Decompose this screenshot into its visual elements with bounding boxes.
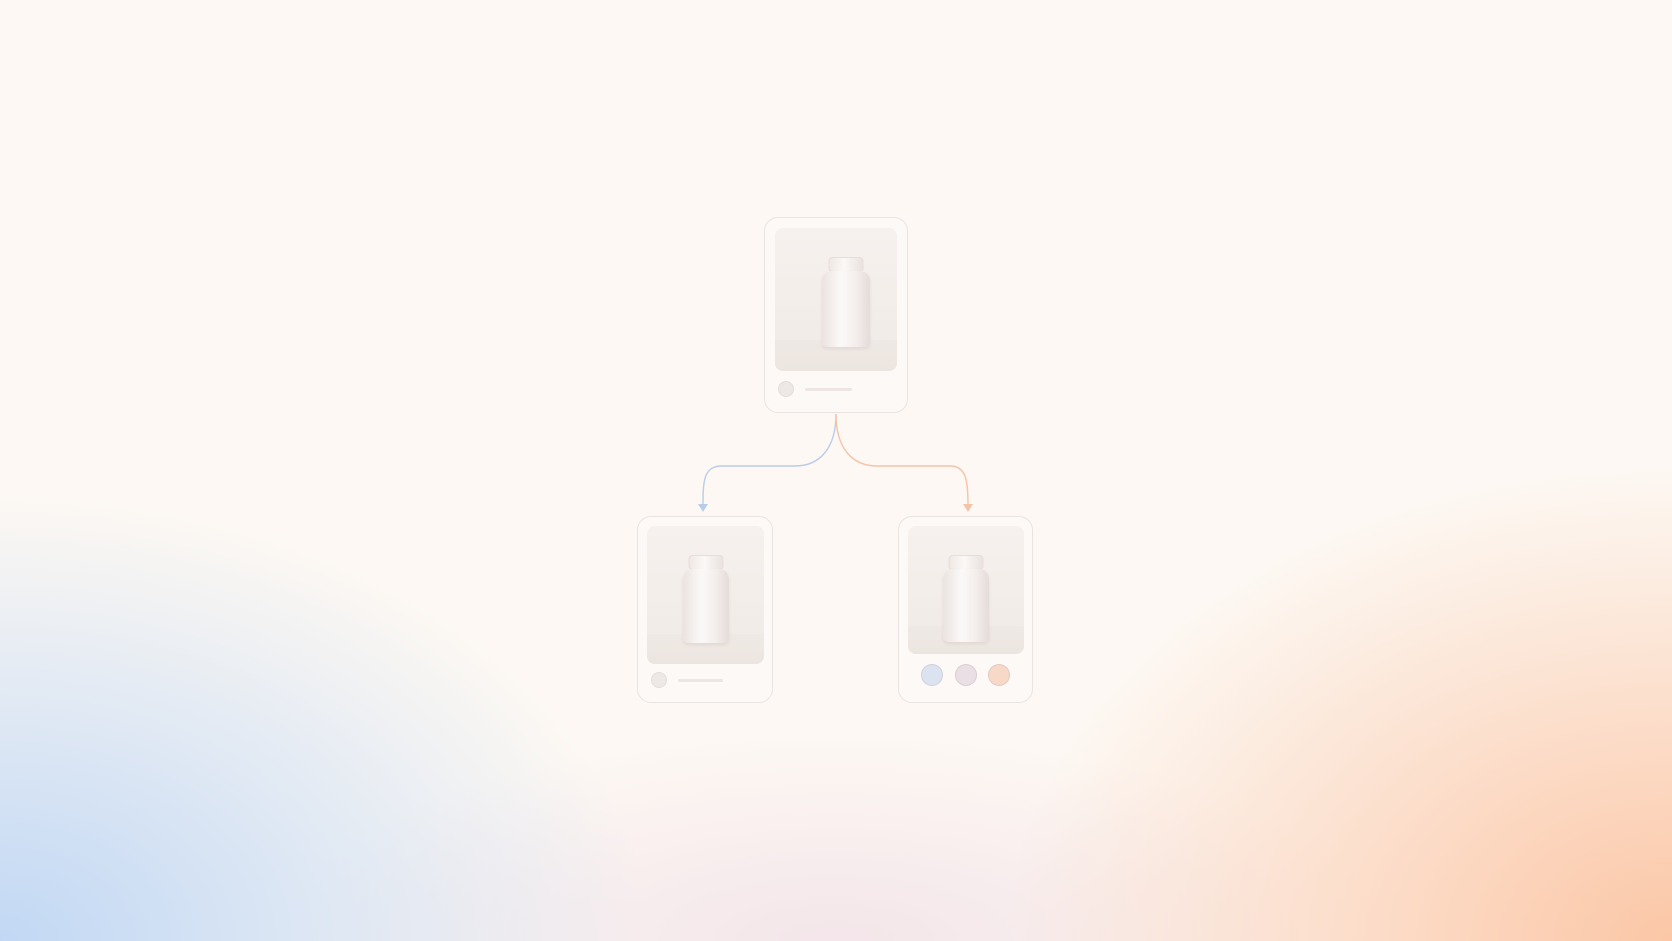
child-product-card-left[interactable] bbox=[637, 516, 773, 703]
bottle-icon bbox=[683, 555, 729, 643]
avatar bbox=[651, 672, 667, 688]
product-photo bbox=[647, 526, 764, 664]
swatch-peach[interactable] bbox=[988, 664, 1010, 686]
swatch-blue[interactable] bbox=[921, 664, 943, 686]
product-photo bbox=[908, 526, 1024, 654]
child-product-card-right[interactable] bbox=[898, 516, 1033, 703]
connector-right bbox=[835, 413, 969, 506]
product-photo bbox=[775, 228, 897, 371]
avatar bbox=[778, 381, 794, 397]
bottle-icon bbox=[943, 555, 989, 642]
bottle-icon bbox=[822, 257, 870, 347]
caption-line bbox=[678, 679, 723, 682]
swatch-mauve[interactable] bbox=[955, 664, 977, 686]
arrowhead-right bbox=[963, 504, 973, 512]
parent-product-card[interactable] bbox=[764, 217, 908, 413]
connector-left bbox=[702, 413, 837, 506]
caption-line bbox=[805, 388, 852, 391]
arrowhead-left bbox=[698, 504, 708, 512]
